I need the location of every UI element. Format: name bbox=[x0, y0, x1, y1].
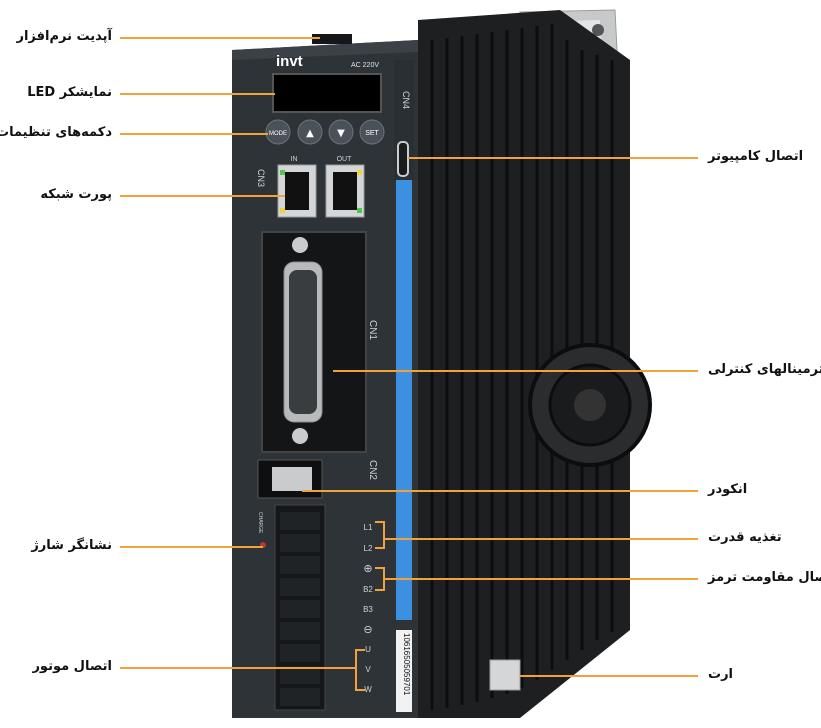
terminal-mark-u: U bbox=[365, 645, 371, 654]
led-display bbox=[272, 73, 382, 113]
cn3-label: CN3 bbox=[256, 169, 266, 187]
cooling-fan bbox=[528, 343, 652, 467]
front-panel: invt AC 220V MODE ▲ ▼ SET CN4 IN OUT bbox=[232, 34, 418, 718]
leader-buttons bbox=[120, 133, 268, 135]
terminal-mark-l2: L2 bbox=[364, 544, 373, 553]
leader-encoder bbox=[302, 490, 698, 492]
port-out-label: OUT bbox=[337, 156, 353, 163]
label-ground: ارت bbox=[708, 667, 734, 682]
label-encoder: انکودر bbox=[708, 482, 748, 497]
leader-brake bbox=[384, 578, 698, 580]
control-terminal-connector bbox=[261, 231, 367, 453]
terminal-mark-w: W bbox=[364, 685, 372, 694]
terminal-marks: L1 L2 ⊕ B2 B3 ⊖ U V W bbox=[363, 523, 373, 694]
terminal-mark-v: V bbox=[365, 665, 371, 674]
update-port bbox=[312, 34, 352, 44]
leader-ground bbox=[520, 675, 698, 677]
ground-lug bbox=[489, 659, 521, 691]
serial-sticker bbox=[396, 630, 412, 712]
set-button-label: SET bbox=[365, 130, 379, 137]
leader-pc bbox=[408, 157, 698, 159]
voltage-label: AC 220V bbox=[351, 62, 379, 69]
label-control-terminals: ترمینالهای کنترلی bbox=[708, 362, 821, 377]
cn4-label: CN4 bbox=[401, 91, 411, 109]
cn1-label: CN1 bbox=[367, 320, 378, 340]
charge-text: CHARGE bbox=[257, 512, 263, 534]
label-pc-connection: اتصال کامپیوتر bbox=[708, 149, 804, 164]
leader-motor bbox=[120, 667, 356, 669]
leader-update bbox=[120, 37, 320, 39]
network-port-in bbox=[277, 164, 317, 218]
terminal-mark-l1: L1 bbox=[364, 523, 373, 532]
power-terminal-block bbox=[274, 504, 326, 711]
down-button-label: ▼ bbox=[337, 128, 345, 139]
label-led-display: نمایشکر LED bbox=[27, 85, 112, 100]
terminal-mark-b3: B3 bbox=[363, 605, 373, 614]
terminal-mark-minus: ⊖ bbox=[363, 624, 372, 636]
mode-button[interactable] bbox=[265, 119, 291, 145]
label-brake-resistor: اتصال مقاومت ترمز bbox=[708, 570, 821, 585]
usb-port bbox=[397, 141, 409, 177]
brand-logo: invt bbox=[276, 53, 303, 70]
down-button[interactable] bbox=[328, 119, 354, 145]
label-motor-connection: اتصال موتور bbox=[32, 659, 112, 674]
heatsink bbox=[418, 10, 652, 718]
network-port-out bbox=[325, 164, 365, 218]
mode-button-label: MODE bbox=[269, 131, 287, 137]
cn2-label: CN2 bbox=[367, 460, 378, 480]
leader-charge bbox=[120, 546, 263, 548]
leader-power bbox=[384, 538, 698, 540]
settings-buttons: MODE ▲ ▼ SET bbox=[265, 119, 385, 145]
label-network-port: پورت شبکه bbox=[40, 187, 112, 202]
port-in-label: IN bbox=[291, 156, 298, 163]
leader-control bbox=[333, 370, 698, 372]
label-charge-indicator: نشانگر شارژ bbox=[31, 538, 112, 553]
label-settings-buttons: دکمه‌های تنظیمات bbox=[0, 125, 112, 140]
terminal-mark-b2: B2 bbox=[363, 585, 373, 594]
up-button-label: ▲ bbox=[306, 128, 314, 139]
label-power-supply: تغذیه قدرت bbox=[708, 530, 782, 545]
encoder-connector bbox=[257, 459, 323, 499]
leader-network bbox=[120, 195, 285, 197]
label-firmware-update: آپدیت نرم‌افزار bbox=[16, 29, 112, 44]
up-button[interactable] bbox=[297, 119, 323, 145]
leader-led bbox=[120, 93, 275, 95]
accent-stripe bbox=[396, 180, 412, 620]
serial-number: 10616505059701 bbox=[402, 633, 411, 696]
set-button[interactable] bbox=[359, 119, 385, 145]
terminal-mark-plus: ⊕ bbox=[363, 563, 372, 575]
